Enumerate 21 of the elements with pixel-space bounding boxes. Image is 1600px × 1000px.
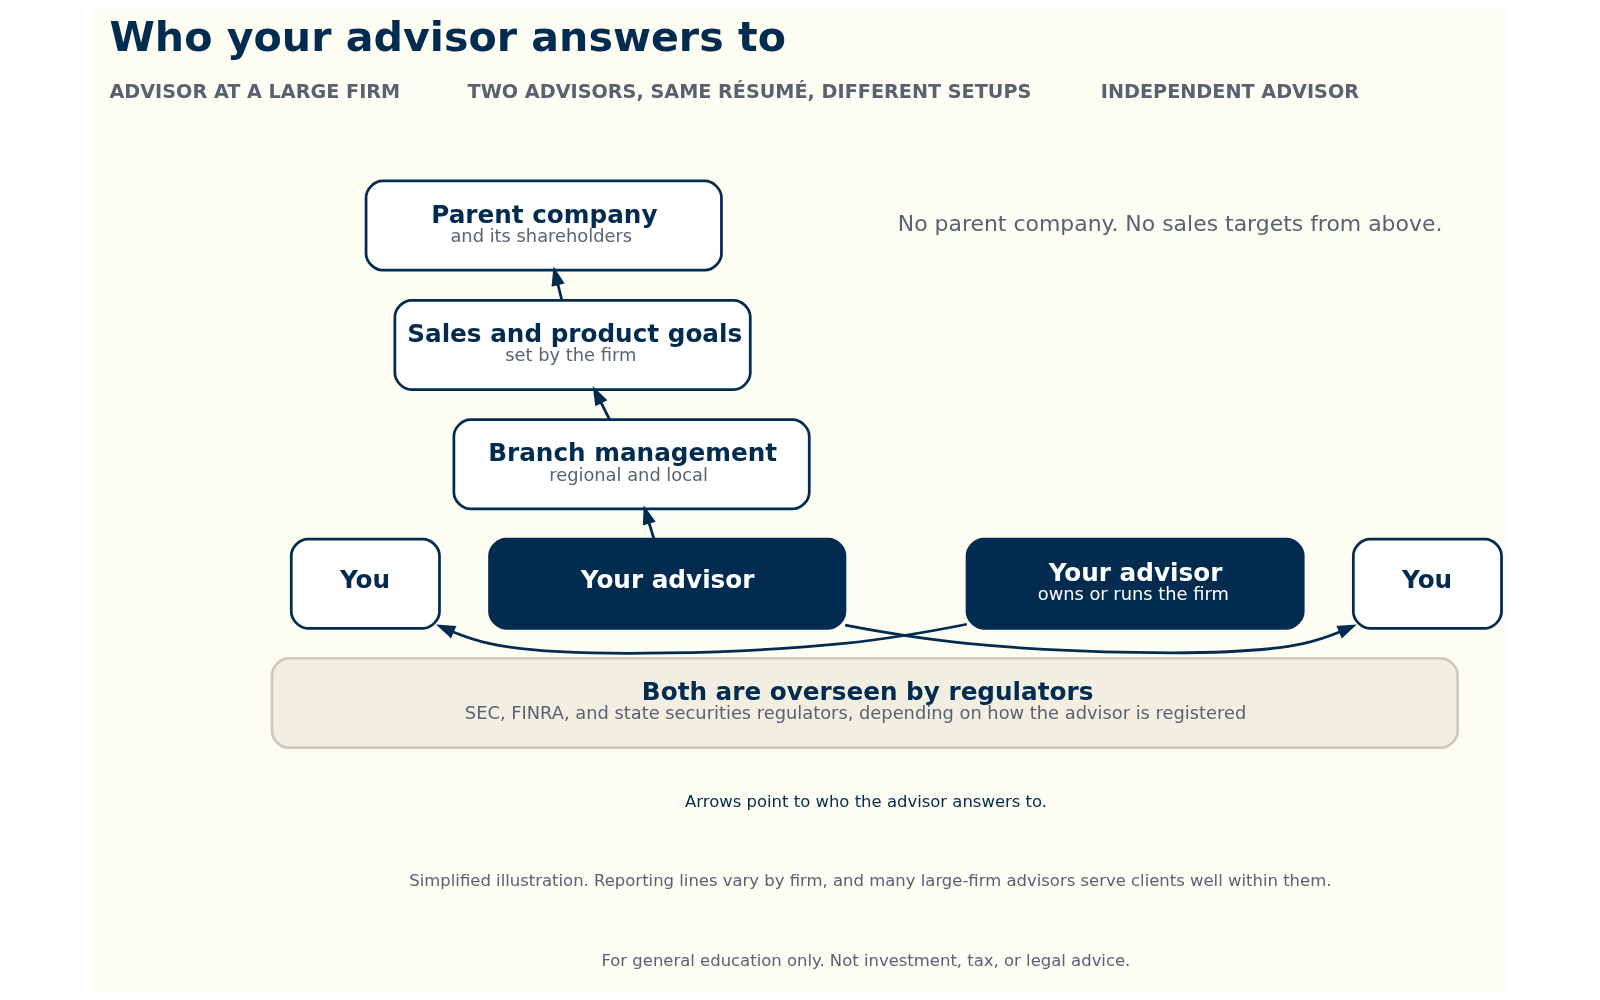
arrow <box>551 266 565 301</box>
node-box: Parent company and its shareholders <box>364 179 723 272</box>
node-box: Both are overseen by regulators SEC, FINRA, and state securities regulators, depending on how the advisor is registered <box>270 657 1459 750</box>
label: No parent company. No sales targets from above. <box>897 210 1443 236</box>
diagram-title: Who your advisor answers to <box>109 12 786 61</box>
label: INDEPENDENT ADVISOR <box>1100 80 1360 104</box>
node-box: Branch management regional and local <box>452 418 811 511</box>
label: Arrows point to who the advisor answers to. <box>685 791 1048 811</box>
arrow <box>844 623 1357 655</box>
arrow <box>592 386 611 421</box>
node-box: Sales and product goals set by the firm <box>393 299 752 391</box>
label: TWO ADVISORS, SAME RÉSUMÉ, DIFFERENT SETUPS <box>467 80 1032 104</box>
label: For general education only. Not investment, tax, or legal advice. <box>601 950 1131 970</box>
node-box: You <box>1351 537 1503 630</box>
node-box: Your advisor <box>488 537 847 630</box>
node-box: You <box>289 537 441 630</box>
arrow <box>642 505 656 540</box>
arrow <box>436 622 968 655</box>
label: ADVISOR AT A LARGE FIRM <box>109 80 401 104</box>
node-box: Your advisor owns or runs the firm <box>965 537 1305 630</box>
label: Simplified illustration. Reporting lines vary by firm, and many large-firm advisors serve clients well within them. <box>409 871 1332 891</box>
